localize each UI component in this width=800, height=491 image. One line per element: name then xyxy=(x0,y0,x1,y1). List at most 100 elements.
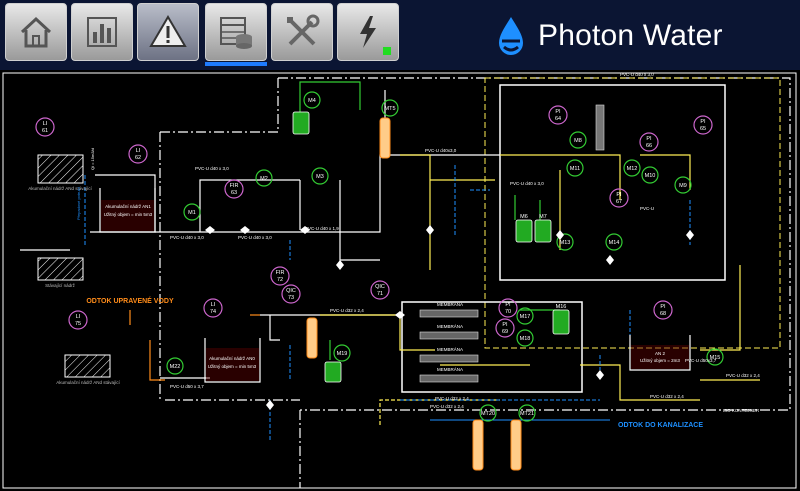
water-drop-icon xyxy=(499,17,523,55)
m16-tag: M16 xyxy=(556,304,567,310)
svg-text:MEMBRÁNA: MEMBRÁNA xyxy=(437,346,463,352)
motor-m10 xyxy=(641,166,659,184)
motor-m22 xyxy=(166,357,184,375)
ro-unit-frame xyxy=(499,84,726,281)
motor-mt5 xyxy=(381,99,399,117)
dosing-tank-m6 xyxy=(515,219,533,243)
motor-mt20 xyxy=(479,404,497,422)
motor-m3 xyxy=(311,167,329,185)
m14-tag: M14 xyxy=(609,240,620,246)
tank-an0-label: Akumulační nádrž AN0 xyxy=(209,356,255,361)
tank-left-mid xyxy=(37,257,84,281)
tank-left-top xyxy=(37,154,84,184)
kanalizace-label: ODTOK DO KANALIZACE xyxy=(618,422,703,429)
pipe-label-7: PVC-U d32 x 2,4 xyxy=(330,308,364,313)
instrument-fir72 xyxy=(270,266,290,286)
instrument-pi68 xyxy=(653,300,673,320)
service-button[interactable] xyxy=(271,3,333,61)
pipe-label-13: PVC-U d40 x 3,0 xyxy=(510,181,544,186)
pi68-tag: PI xyxy=(660,304,666,310)
motor-m9 xyxy=(674,176,692,194)
dosing-tank-m4 xyxy=(292,111,310,135)
fir63-tag: FIR xyxy=(230,183,239,189)
motor-m17 xyxy=(516,307,534,325)
mt21-tag: MT21 xyxy=(520,411,534,417)
motor-m2 xyxy=(255,169,273,187)
instrument-li74 xyxy=(203,298,223,318)
instrument-fir63 xyxy=(224,179,244,199)
m4-tag: M4 xyxy=(308,98,316,104)
motor-m19 xyxy=(333,344,351,362)
filter-mt5 xyxy=(379,117,391,159)
filter-m19-feed xyxy=(306,317,318,359)
dosing-tank-m19 xyxy=(324,361,342,383)
motor-m1 xyxy=(183,203,201,221)
pipe-label-5: PVC-U d40x3,0 xyxy=(425,148,457,153)
pi66-tag: PI xyxy=(646,136,652,142)
tank-an2-label: AN 2 xyxy=(655,351,666,356)
instrument-li61 xyxy=(35,117,55,137)
brand-logo: Photon Water xyxy=(496,14,723,58)
instrument-pi70 xyxy=(498,298,518,318)
pipe-label-4: PVC-U d40 x 1,9 xyxy=(305,226,339,231)
svg-text:61: 61 xyxy=(42,128,48,134)
trends-button[interactable] xyxy=(71,3,133,61)
motor-m14 xyxy=(605,233,623,251)
m2-tag: M2 xyxy=(260,176,268,182)
pi70-tag: PI xyxy=(505,302,511,308)
instrument-li62 xyxy=(128,144,148,164)
dosing-tank-m16 xyxy=(552,309,570,335)
motor-m15 xyxy=(706,348,724,366)
motor-m4 xyxy=(303,91,321,109)
m19-tag: M19 xyxy=(337,351,348,357)
ro-unit-boundary xyxy=(484,77,781,349)
pi64-tag: PI xyxy=(555,109,561,115)
instrument-pi66 xyxy=(639,132,659,152)
brand-name: Photon Water xyxy=(538,19,723,52)
svg-text:62: 62 xyxy=(135,155,141,161)
warning-icon xyxy=(149,15,187,47)
tools-icon xyxy=(287,14,320,46)
lightning-icon xyxy=(360,16,376,48)
alarms-button[interactable] xyxy=(137,3,199,61)
mt20-tag: MT20 xyxy=(481,411,495,417)
fir72-tag: FIR xyxy=(276,270,285,276)
bar-chart-icon xyxy=(87,17,117,47)
home-button[interactable] xyxy=(5,3,67,61)
instrument-li75 xyxy=(68,310,88,330)
li75-tag: LI xyxy=(76,314,81,320)
diagram-frame xyxy=(2,72,797,489)
pi67-tag: PI xyxy=(616,192,622,198)
tank-an1 xyxy=(99,188,156,233)
m7-tag: M7 xyxy=(539,214,547,220)
svg-text:73: 73 xyxy=(288,295,294,301)
pipe-label-2: PVC-U d40 x 3,0 xyxy=(170,235,204,240)
pipe-label-10: PVC-U d50 x 3,7 xyxy=(170,384,204,389)
tank-left-top-label: Akumulační nádrž ANd stávající xyxy=(28,186,92,191)
qic71-tag: QIC xyxy=(375,284,385,290)
m8-tag: M8 xyxy=(574,138,582,144)
m10-tag: M10 xyxy=(645,173,656,179)
filter-mt20 xyxy=(472,419,484,471)
membrane-block-frame xyxy=(401,301,583,393)
data-button[interactable] xyxy=(205,3,267,61)
membrane-label-1: MEMBRÁNA xyxy=(437,301,463,307)
svg-text:64: 64 xyxy=(555,116,561,122)
svg-text:75: 75 xyxy=(75,321,81,327)
pipe-label-8: PVC-U d32 x 2,4 xyxy=(435,396,469,401)
filter-mt21 xyxy=(510,419,522,471)
m22-tag: M22 xyxy=(170,364,181,370)
tank-left-bot xyxy=(64,354,111,378)
svg-text:68: 68 xyxy=(660,311,666,317)
pipe-label-12: PVC-U xyxy=(640,206,654,211)
m6-tag: M6 xyxy=(520,214,528,220)
svg-text:70: 70 xyxy=(505,309,511,315)
mt5-tag: MT5 xyxy=(385,106,396,112)
instrument-pi69 xyxy=(495,318,515,338)
svg-text:MEMBRÁNA: MEMBRÁNA xyxy=(437,366,463,372)
svg-text:63: 63 xyxy=(231,190,237,196)
qic73-tag: QIC xyxy=(286,288,296,294)
svg-text:74: 74 xyxy=(210,309,216,315)
iso-container-label: ISO KONTEJNER xyxy=(723,408,760,413)
active-tab-indicator xyxy=(205,62,267,66)
